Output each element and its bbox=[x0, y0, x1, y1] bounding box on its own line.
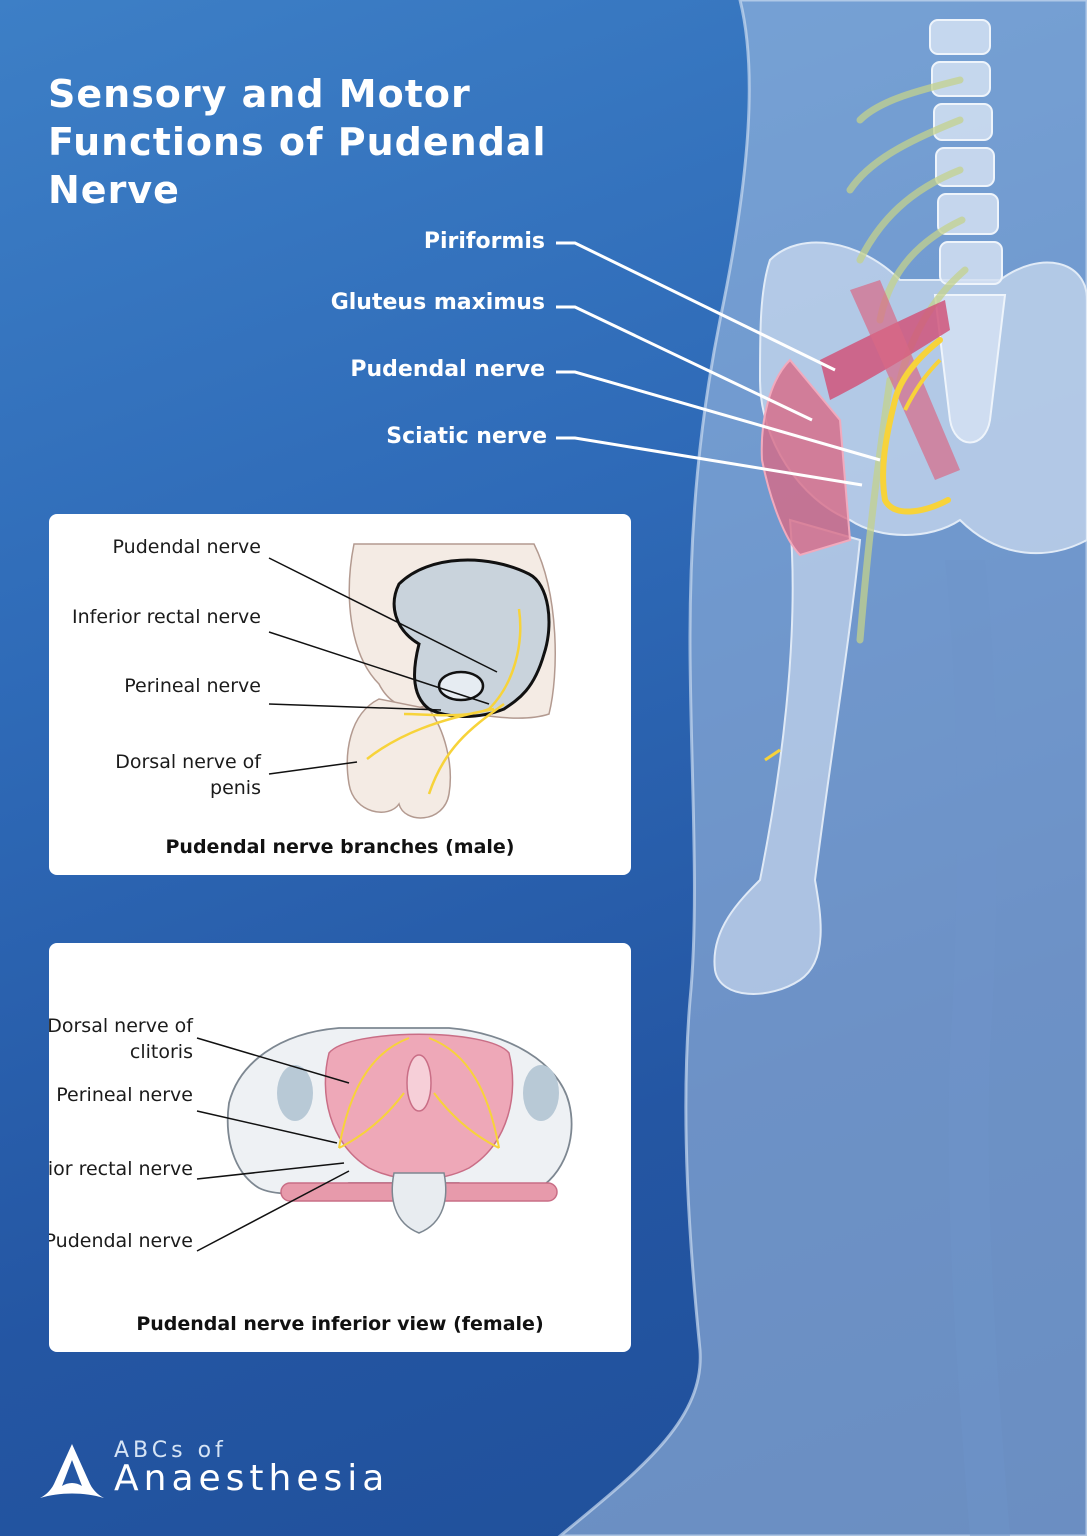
female-label-inferior-rectal: Inferior rectal nerve bbox=[49, 1158, 193, 1180]
brand-logo: ABCs of Anaesthesia bbox=[40, 1438, 420, 1508]
leg-gap bbox=[945, 560, 1010, 1536]
female-label-perineal: Perineal nerve bbox=[56, 1084, 193, 1106]
callout-sciatic-nerve: Sciatic nerve bbox=[386, 424, 547, 449]
male-caption: Pudendal nerve branches (male) bbox=[165, 836, 515, 858]
female-panel: Dorsal nerve of clitoris Perineal nerve … bbox=[49, 943, 631, 1352]
callout-gluteus-maximus: Gluteus maximus bbox=[330, 290, 545, 315]
male-panel: Pudendal nerve Inferior rectal nerve Per… bbox=[49, 514, 631, 875]
male-genitalia bbox=[346, 698, 452, 819]
logo-text-big: Anaesthesia bbox=[114, 1458, 390, 1499]
logo-text-small: ABCs of bbox=[114, 1438, 227, 1463]
pudendal-nerve-main bbox=[880, 337, 951, 515]
logo-mark-icon bbox=[40, 1444, 104, 1498]
female-obturator-right bbox=[523, 1065, 559, 1121]
male-leader-lines bbox=[268, 557, 498, 775]
female-label-dorsal: Dorsal nerve of clitoris bbox=[49, 1015, 193, 1063]
male-label-perineal: Perineal nerve bbox=[124, 675, 261, 697]
gluteus-maximus bbox=[760, 358, 852, 557]
male-nerve bbox=[366, 608, 522, 795]
male-label-inferior-rectal: Inferior rectal nerve bbox=[71, 606, 261, 628]
callout-lines bbox=[556, 241, 881, 487]
small-nerve-leg bbox=[764, 748, 781, 762]
female-vaginal-opening bbox=[406, 1054, 432, 1112]
callout-piriformis: Piriformis bbox=[423, 229, 545, 254]
male-obturator bbox=[437, 670, 485, 702]
male-diagram bbox=[268, 543, 556, 819]
page-title: Sensory and Motor Functions of Pudendal … bbox=[48, 72, 547, 212]
female-caption: Pudendal nerve inferior view (female) bbox=[136, 1313, 544, 1335]
male-label-pudendal: Pudendal nerve bbox=[112, 536, 261, 558]
pudendal-nerve-branch bbox=[903, 358, 942, 411]
femur bbox=[713, 518, 862, 995]
female-label-pudendal: Pudendal nerve bbox=[49, 1230, 193, 1252]
male-label-dorsal: Dorsal nerve of penis bbox=[115, 751, 261, 799]
callout-pudendal-nerve: Pudendal nerve bbox=[350, 357, 545, 382]
female-coccyx bbox=[391, 1172, 447, 1234]
female-diagram bbox=[196, 1027, 573, 1252]
female-leader-lines bbox=[196, 1037, 350, 1252]
female-obturator-left bbox=[277, 1065, 313, 1121]
female-nerves bbox=[338, 1037, 500, 1149]
